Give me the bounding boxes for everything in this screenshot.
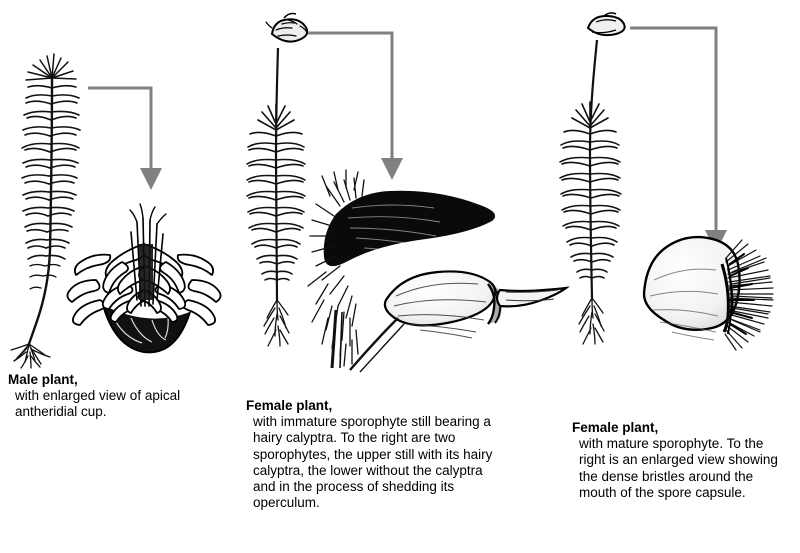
caption-female1-body: with immature sporophyte still bearing a… [253, 414, 493, 511]
caption-male-lead: Male plant, [8, 372, 78, 387]
antheridial-cup-illustration [66, 203, 222, 354]
male-gametophyte-illustration [10, 53, 81, 369]
caption-female-plant-mature: Female plant, with mature sporophyte. To… [572, 420, 792, 501]
calyptra-tip [265, 12, 309, 43]
female-gametophyte-mature-illustration [559, 12, 626, 345]
caption-female2-lead: Female plant, [572, 420, 659, 435]
arrow-female1-to-sporophytes [308, 31, 403, 180]
caption-male-plant: Male plant, with enlarged view of apical… [8, 372, 238, 421]
caption-female-plant-immature: Female plant, with immature sporophyte s… [246, 398, 508, 511]
capsule-operculum-illustration [349, 270, 570, 373]
caption-female1-lead: Female plant, [246, 398, 333, 413]
caption-female2-body: with mature sporophyte. To the right is … [579, 436, 778, 500]
female-gametophyte-immature-illustration [246, 12, 309, 347]
caption-male-body: with enlarged view of apical antheridial… [15, 388, 181, 420]
mature-capsule-tip [586, 12, 626, 37]
calyptra-sporophyte-illustration [307, 169, 496, 369]
arrow-male-to-cup [88, 86, 162, 190]
arrow-female2-to-capsule [630, 26, 727, 252]
spore-capsule-bristles-illustration [642, 235, 774, 351]
